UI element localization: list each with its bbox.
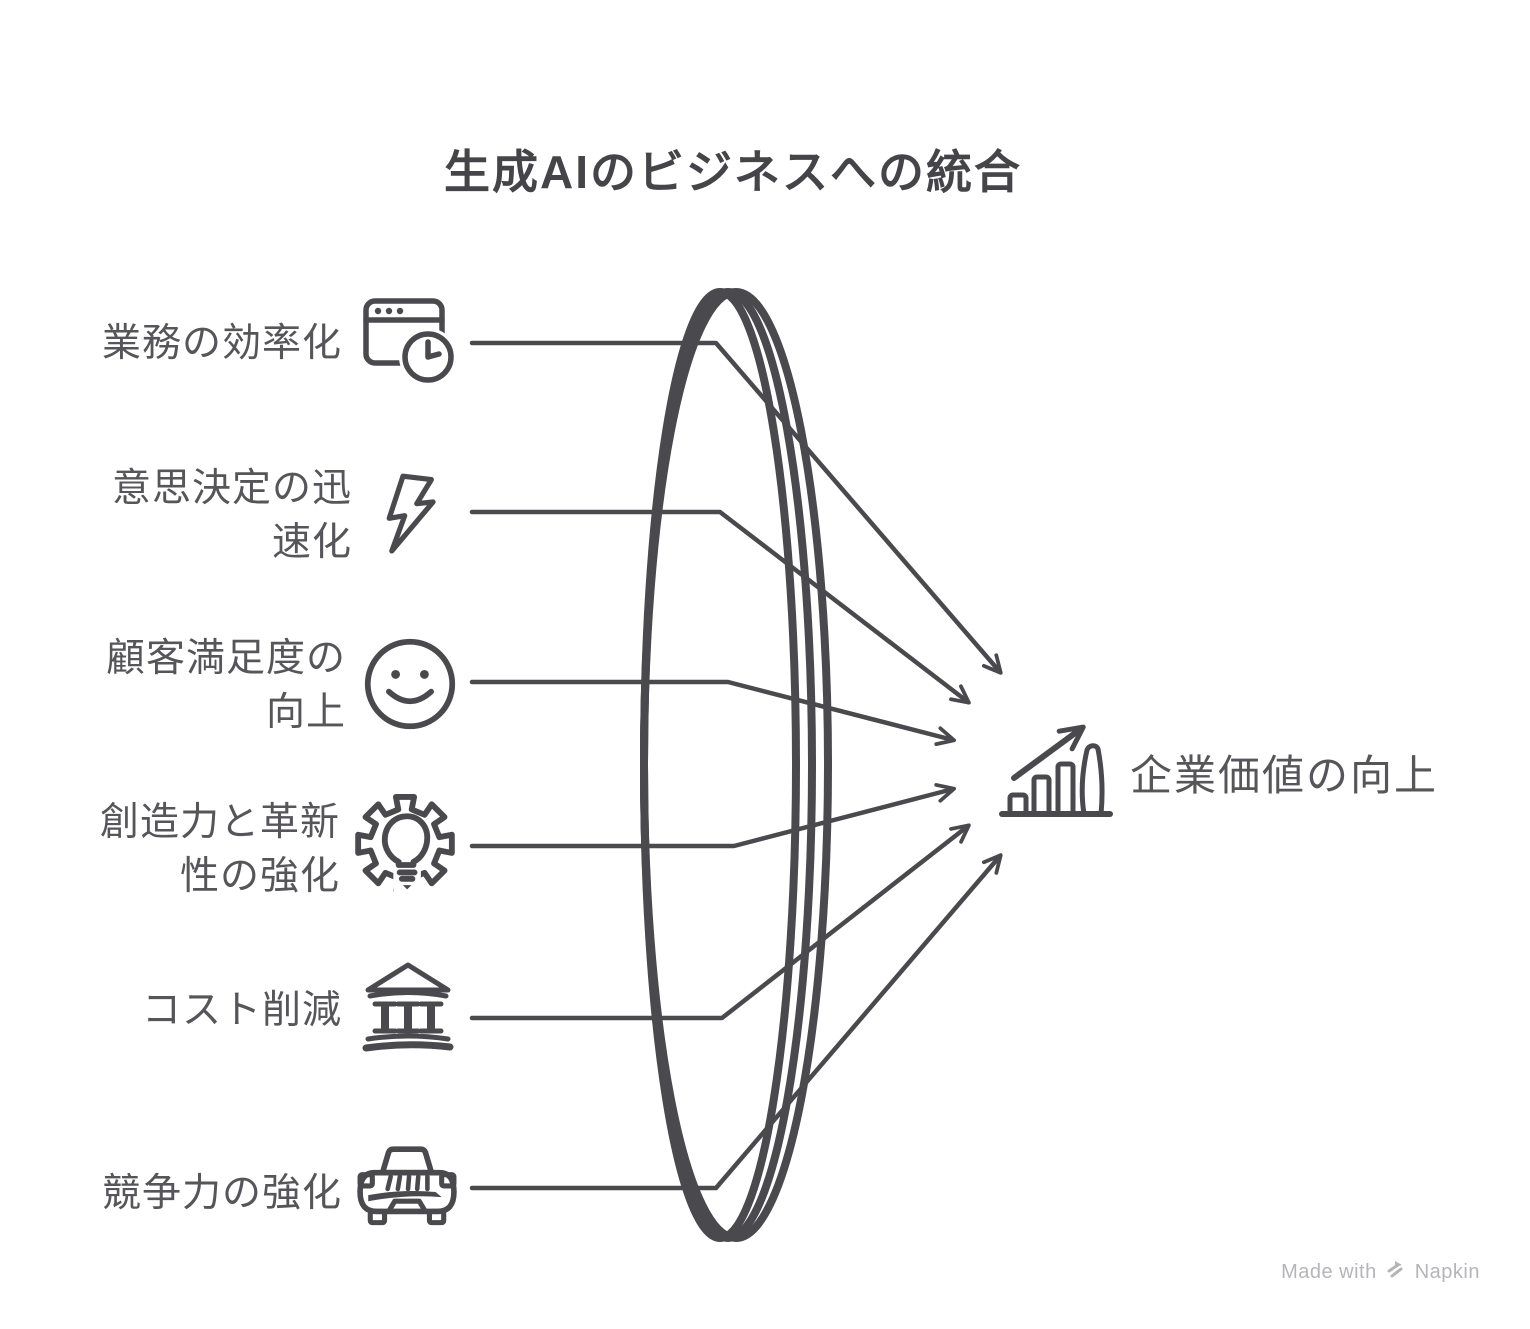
factor-label-line: 意思決定の迅 xyxy=(111,467,352,510)
factor-item-faster-decisions: 意思決定の迅 速化 xyxy=(22,462,462,570)
factor-label-line: 創造力と革新 xyxy=(99,800,340,844)
gear-lightbulb-icon xyxy=(352,794,458,905)
factor-label: 競争力の強化 xyxy=(22,1167,342,1221)
napkin-logo-icon xyxy=(1385,1258,1407,1286)
growth-chart-bar xyxy=(1079,743,1105,817)
factor-label: 創造力と革新 性の強化 xyxy=(22,796,340,904)
factor-item-customer-satisfaction: 顧客満足度の 向上 xyxy=(22,632,462,740)
connector-line-6 xyxy=(469,853,1003,1191)
growth-chart-bar xyxy=(1007,792,1029,817)
factor-label-line: 性の強化 xyxy=(179,854,340,898)
factor-item-business-efficiency: 業務の効率化 xyxy=(22,290,462,397)
factor-label-line: コスト削減 xyxy=(141,988,342,1032)
lens-ellipse-inner xyxy=(640,288,832,1242)
made-with-napkin-badge[interactable]: Made with Napkin xyxy=(1281,1258,1480,1286)
result-label: 企業価値の向上 xyxy=(1130,752,1439,799)
lens-shape xyxy=(640,288,832,1242)
factor-label-line: 向上 xyxy=(265,691,346,734)
growth-chart-arrow xyxy=(1011,724,1086,781)
growth-chart-bar xyxy=(1031,774,1052,817)
growth-chart-icon xyxy=(999,724,1113,817)
bank-building-icon xyxy=(358,958,458,1063)
connector-line-4 xyxy=(469,783,957,849)
smiley-face-icon xyxy=(362,636,458,737)
factor-label: コスト削減 xyxy=(22,984,342,1038)
connector-arrows xyxy=(469,340,1003,1191)
factor-item-competitiveness: 競争力の強化 xyxy=(22,1144,462,1243)
factor-label-line: 顧客満足度の xyxy=(105,637,346,680)
factor-label: 意思決定の迅 速化 xyxy=(22,462,352,570)
factor-label: 顧客満足度の 向上 xyxy=(22,632,346,740)
factor-label-line: 競争力の強化 xyxy=(101,1171,342,1215)
factor-item-creativity-innovation: 創造力と革新 性の強化 xyxy=(22,794,466,905)
connector-line-5 xyxy=(469,823,971,1021)
connector-line-1 xyxy=(469,340,1003,675)
connector-line-3 xyxy=(469,679,957,747)
growth-chart-bar xyxy=(1055,761,1076,817)
factor-item-cost-reduction: コスト削減 xyxy=(22,958,462,1063)
lightning-bolt-icon xyxy=(366,464,452,569)
browser-clock-icon xyxy=(360,290,460,397)
diagram-title: 生成AIのビジネスへの統合 xyxy=(444,146,1022,198)
car-front-icon xyxy=(356,1144,458,1243)
napkin-brand-text: Napkin xyxy=(1414,1260,1480,1283)
factor-label: 業務の効率化 xyxy=(22,317,342,371)
factor-label-line: 速化 xyxy=(271,521,352,564)
connector-line-2 xyxy=(469,509,971,705)
made-with-text: Made with xyxy=(1281,1260,1377,1283)
factor-label-line: 業務の効率化 xyxy=(101,321,342,365)
